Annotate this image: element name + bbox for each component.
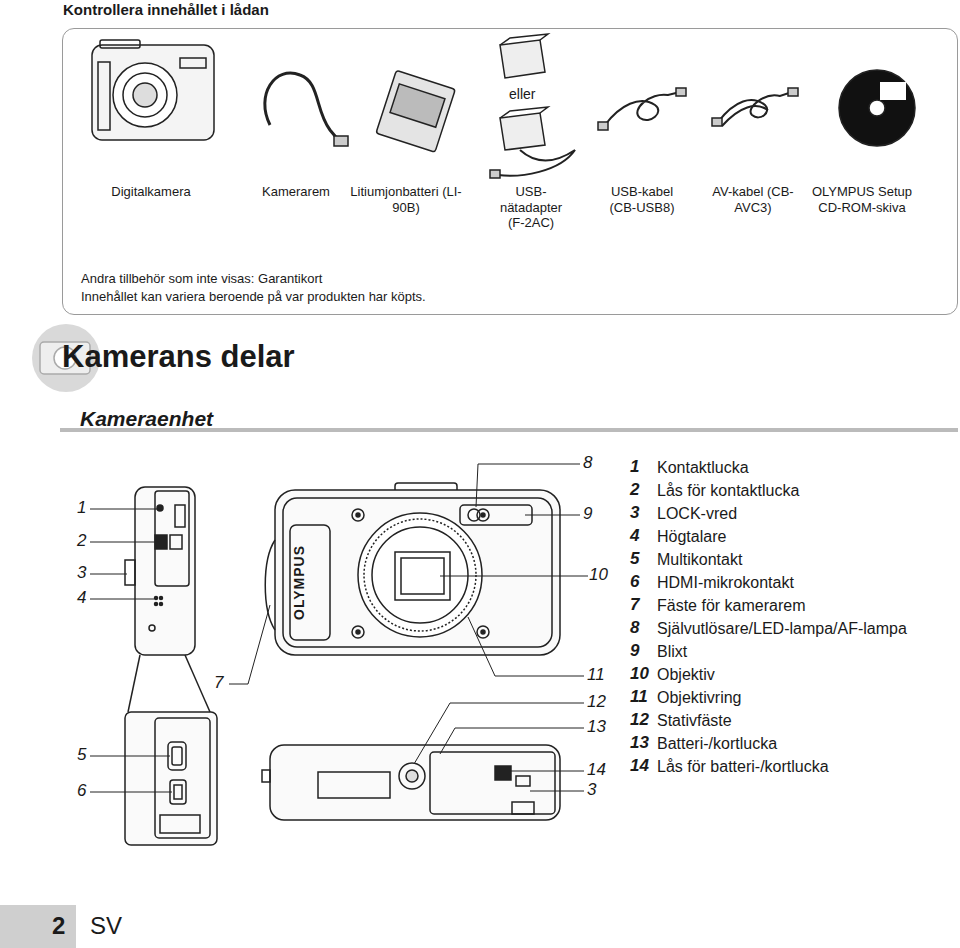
part-name: Multikontakt — [657, 550, 742, 569]
note-text: Andra tillbehör som inte visas: Garantik… — [81, 271, 322, 287]
list-number: 14 — [630, 756, 649, 776]
list-number: 3 — [630, 503, 639, 523]
contents-box: Kontrollera innehållet i lådanellerDigit… — [62, 28, 958, 315]
camera-side-detail — [125, 712, 217, 845]
section-title: Kamerans delar — [62, 338, 295, 375]
adapter-icon — [490, 34, 575, 178]
item-name: OLYMPUS Setup CD-ROM-skiva — [802, 184, 922, 215]
leader-lines — [90, 464, 588, 792]
list-number: 9 — [630, 641, 639, 661]
av-cable-icon — [712, 88, 798, 126]
callout-number: 3 — [76, 563, 87, 583]
part-name: Stativfäste — [657, 711, 732, 730]
callout-number: 1 — [76, 498, 87, 518]
page-tab — [0, 905, 76, 948]
camera-icon — [92, 40, 214, 140]
list-number: 6 — [630, 572, 639, 592]
part-name: Fäste för kamerarem — [657, 596, 805, 615]
part-name: Lås för kontaktlucka — [657, 481, 799, 500]
cd-icon — [839, 70, 915, 146]
subheading: Kameraenhet — [80, 406, 213, 431]
list-number: 11 — [630, 687, 648, 707]
box-heading: Kontrollera innehållet i lådan — [63, 1, 269, 19]
page-number: 2 — [52, 912, 65, 941]
part-name: Objektivring — [657, 688, 741, 707]
callout-number: 11 — [586, 665, 606, 685]
list-number: 10 — [630, 664, 649, 684]
strap-icon — [265, 73, 348, 146]
list-number: 4 — [630, 526, 639, 546]
brand-name: OLYMPUS — [291, 545, 308, 620]
list-number: 5 — [630, 549, 639, 569]
note-text: Innehållet kan variera beroende på var p… — [81, 289, 426, 305]
item-name: Litiumjonbatteri (LI-90B) — [346, 184, 466, 215]
camera-side-view — [125, 487, 195, 655]
part-name: Lås för batteri-/kortlucka — [657, 757, 829, 776]
callout-number: 13 — [586, 717, 607, 737]
list-number: 2 — [630, 480, 639, 500]
part-name: Blixt — [657, 642, 687, 661]
callout-number: 5 — [76, 745, 87, 765]
item-name: USB-kabel (CB-USB8) — [597, 184, 687, 215]
callout-number: 9 — [582, 504, 593, 524]
callout-number: 10 — [588, 565, 609, 585]
item-name: Kamerarem — [241, 184, 351, 200]
part-name: Objektiv — [657, 665, 715, 684]
list-number: 1 — [630, 457, 639, 477]
battery-icon — [376, 70, 455, 152]
callout-number: 12 — [586, 692, 607, 712]
callout-number: 6 — [76, 781, 87, 801]
part-name: Högtalare — [657, 527, 726, 546]
camera-bottom-view — [262, 745, 560, 820]
item-name: USB- nätadapter (F-2AC) — [491, 184, 571, 231]
callout-number: 4 — [76, 588, 87, 608]
list-number: 8 — [630, 618, 639, 638]
callout-number: 7 — [213, 673, 224, 693]
callout-number: 8 — [582, 453, 593, 473]
usb-cable-icon — [598, 88, 686, 130]
language-code: SV — [90, 912, 122, 941]
callout-number: 2 — [76, 531, 87, 551]
camera-front-view — [265, 483, 560, 655]
part-name: Självutlösare/LED-lampa/AF-lampa — [657, 619, 907, 638]
item-name: Digitalkamera — [91, 184, 211, 200]
part-name: HDMI-mikrokontakt — [657, 573, 794, 592]
alternative-word: eller — [509, 86, 549, 103]
part-name: Kontaktlucka — [657, 458, 749, 477]
callout-number: 14 — [586, 760, 607, 780]
list-number: 13 — [630, 733, 649, 753]
part-name: LOCK-vred — [657, 504, 737, 523]
callout-number: 3 — [586, 780, 597, 800]
item-name: AV-kabel (CB-AVC3) — [708, 184, 798, 215]
list-number: 12 — [630, 710, 649, 730]
list-number: 7 — [630, 595, 639, 615]
part-name: Batteri-/kortlucka — [657, 734, 777, 753]
